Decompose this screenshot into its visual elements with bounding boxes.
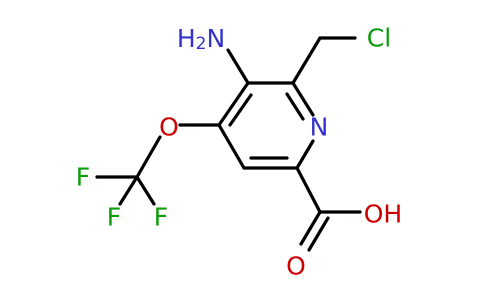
bond-c3-amine bbox=[226, 48, 250, 85]
amine-hydrogen: H bbox=[177, 24, 196, 53]
bond-c2-n1 bbox=[291, 81, 315, 117]
fluorine-bottom-right-label: F bbox=[154, 203, 168, 232]
bond-c2-ch2 bbox=[291, 36, 322, 85]
bond-c4-c3-inner bbox=[228, 93, 253, 127]
ether-oxygen-label: O bbox=[159, 113, 179, 142]
bonds bbox=[95, 36, 362, 252]
bond-cf3-f-bottom-right bbox=[135, 175, 156, 206]
bond-c5-c4 bbox=[217, 123, 246, 170]
bond-c4-c3 bbox=[217, 81, 250, 127]
carbonyl-oxygen-label: O bbox=[286, 252, 306, 281]
bond-o-cf3 bbox=[135, 135, 162, 179]
amine-subscript: 2 bbox=[196, 34, 207, 54]
fluorine-bottom-left-label: F bbox=[107, 203, 121, 232]
bond-cf3-f-bottom-left bbox=[118, 175, 139, 206]
amine-label: H2N bbox=[177, 24, 225, 55]
hydroxyl-label: OH bbox=[364, 200, 402, 229]
bond-c2-n1-inner bbox=[285, 92, 305, 121]
atom-labels: H2N Cl N O F F F OH O bbox=[76, 24, 402, 281]
bond-c-o-double-a bbox=[299, 210, 322, 246]
bond-c-o-double-b bbox=[307, 216, 330, 252]
fluorine-left-label: F bbox=[76, 163, 90, 192]
bond-n1-c6 bbox=[295, 139, 315, 170]
ring-nitrogen-label: N bbox=[310, 113, 329, 142]
chlorine-label: Cl bbox=[367, 24, 391, 53]
amine-nitrogen: N bbox=[206, 24, 225, 53]
bond-c6-cooh bbox=[295, 166, 322, 214]
